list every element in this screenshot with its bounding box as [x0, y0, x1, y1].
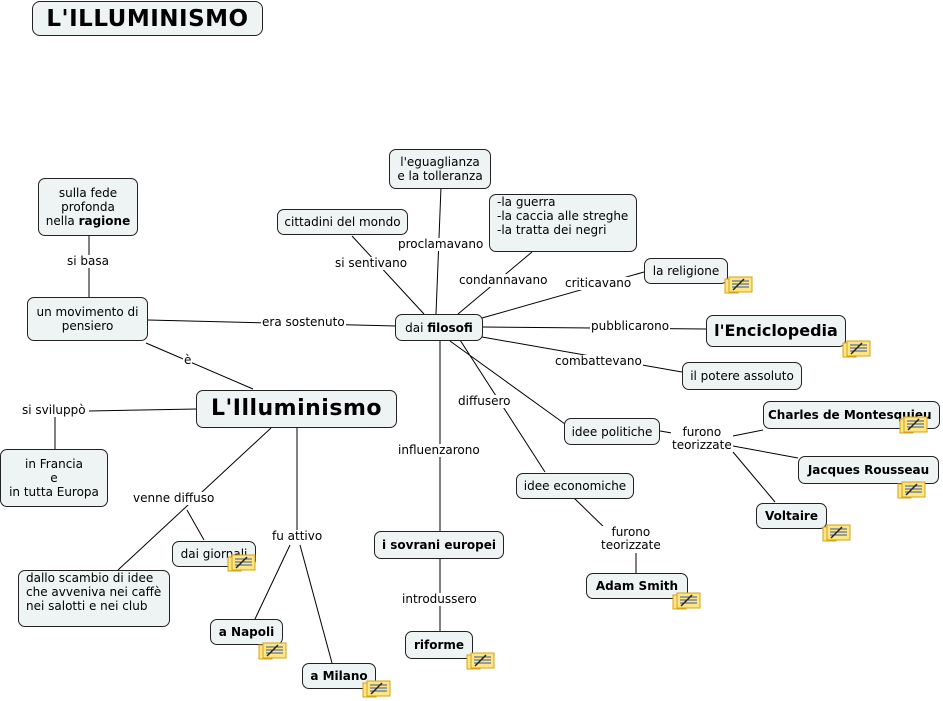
- node-enciclopedia[interactable]: l'Enciclopedia: [706, 315, 846, 347]
- link-label-pubblicarono: pubblicarono: [590, 319, 671, 333]
- link-label-line: teorizzate: [672, 438, 732, 452]
- link-label-line: teorizzate: [601, 538, 661, 552]
- node-eguaglianza[interactable]: l'eguaglianza e la tolleranza: [389, 149, 491, 189]
- node-adam-smith[interactable]: Adam Smith: [586, 573, 688, 599]
- node-cittadini[interactable]: cittadini del mondo: [277, 209, 408, 235]
- node-text-line: pensiero: [61, 319, 114, 333]
- node-text-line: -la caccia alle streghe: [497, 209, 629, 223]
- link-label-criticavano: criticavano: [564, 276, 633, 290]
- node-text-line: -la guerra: [497, 195, 556, 209]
- node-text-line: e la tolleranza: [397, 169, 483, 183]
- node-text-line: l'eguaglianza: [400, 155, 480, 169]
- node-voltaire[interactable]: Voltaire: [756, 503, 827, 529]
- note-attachment-icon[interactable]: [897, 481, 926, 499]
- page-title: L'ILLUMINISMO: [32, 1, 263, 36]
- node-potere[interactable]: il potere assoluto: [682, 362, 802, 390]
- node-text-line: in Francia: [25, 457, 83, 471]
- node-napoli[interactable]: a Napoli: [210, 619, 283, 645]
- link-label-venne-diffuso: venne diffuso: [132, 491, 216, 505]
- node-guerra[interactable]: -la guerra -la caccia alle streghe -la t…: [489, 194, 637, 252]
- node-text-bold: ragione: [78, 214, 131, 228]
- link-label-si-sviluppo: si sviluppò: [21, 403, 87, 417]
- link-label-furono-teorizzate-economiche: furono teorizzate: [600, 526, 662, 552]
- link-label-era-sostenuto: era sostenuto: [261, 315, 346, 329]
- link-label-proclamavano: proclamavano: [397, 237, 485, 251]
- link-label-line: furono: [611, 525, 651, 539]
- note-attachment-icon[interactable]: [899, 416, 928, 434]
- node-text-bold: filosofi: [427, 320, 473, 335]
- node-text-line: un movimento di: [36, 305, 139, 319]
- link-label-introdussero: introdussero: [401, 592, 478, 606]
- note-attachment-icon[interactable]: [466, 652, 495, 670]
- node-text-line: -la tratta dei negri: [497, 223, 607, 237]
- link-label-furono-teorizzate-politiche: furono teorizzate: [671, 426, 733, 452]
- node-text-line: e: [50, 471, 58, 485]
- node-rousseau[interactable]: Jacques Rousseau: [798, 456, 939, 484]
- node-text-line: sulla fede: [58, 186, 118, 200]
- note-attachment-icon[interactable]: [362, 680, 391, 698]
- link-label-influenzarono: influenzarono: [397, 443, 481, 457]
- node-text-line: che avveniva nei caffè: [26, 585, 162, 599]
- node-idee-politiche[interactable]: idee politiche: [564, 418, 660, 445]
- node-idee-economiche[interactable]: idee economiche: [516, 473, 634, 499]
- node-text-line: in tutta Europa: [9, 485, 99, 499]
- link-label-condannavano: condannavano: [458, 273, 549, 287]
- node-religione[interactable]: la religione: [644, 258, 728, 284]
- node-riforme[interactable]: riforme: [405, 631, 473, 659]
- node-scambio[interactable]: dallo scambio di idee che avveniva nei c…: [18, 570, 170, 627]
- note-attachment-icon[interactable]: [258, 642, 287, 660]
- link-label-diffusero: diffusero: [457, 394, 512, 408]
- node-text-line: profonda: [61, 200, 115, 214]
- link-label-si-sentivano: si sentivano: [334, 256, 409, 270]
- node-text-line: nella ragione: [46, 214, 130, 228]
- node-text-part: nella: [45, 214, 79, 228]
- note-attachment-icon[interactable]: [672, 592, 701, 610]
- node-movimento[interactable]: un movimento di pensiero: [27, 297, 148, 341]
- link-label-line: furono: [682, 425, 722, 439]
- note-attachment-icon[interactable]: [822, 524, 851, 542]
- link-label-si-basa: si basa: [66, 254, 110, 268]
- node-sovrani[interactable]: i sovrani europei: [374, 531, 504, 559]
- node-text-line: dallo scambio di idee: [26, 571, 154, 585]
- node-text-part: dai: [405, 320, 428, 335]
- note-attachment-icon[interactable]: [842, 340, 871, 358]
- central-topic-node[interactable]: L'Illuminismo: [196, 390, 397, 428]
- link-label-fu-attivo: fu attivo: [271, 529, 324, 543]
- link-label-e: è: [183, 353, 193, 367]
- node-text-line: nei salotti e nei club: [26, 599, 148, 613]
- note-attachment-icon[interactable]: [724, 276, 753, 294]
- link-label-combattevano: combattevano: [554, 354, 643, 368]
- node-fede[interactable]: sulla fede profonda nella ragione: [38, 178, 138, 236]
- node-filosofi[interactable]: dai filosofi: [395, 314, 483, 341]
- note-attachment-icon[interactable]: [227, 554, 256, 572]
- node-francia[interactable]: in Francia e in tutta Europa: [0, 449, 108, 507]
